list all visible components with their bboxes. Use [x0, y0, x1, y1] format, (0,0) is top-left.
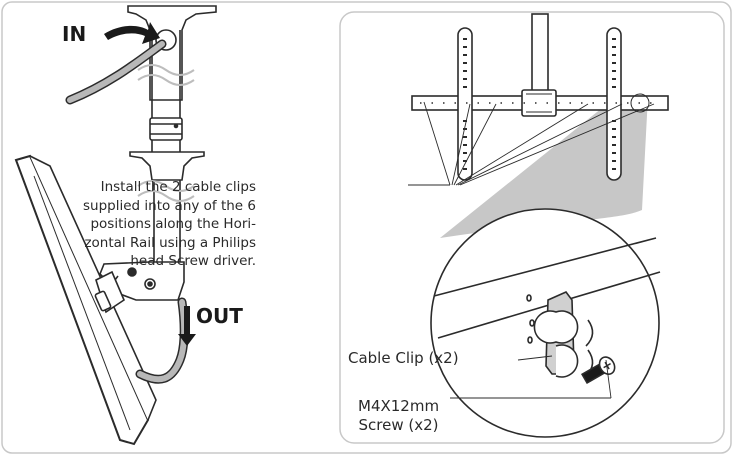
in-label: IN — [62, 22, 87, 46]
wall-plate-rear-view — [411, 13, 669, 181]
ceiling-mount-side-view — [14, 5, 217, 446]
pole-break-lower — [137, 180, 195, 192]
magnified-clip-detail — [433, 237, 661, 399]
screw-label-line: Screw (x2) — [358, 416, 439, 434]
install-line: head Screw driver. — [130, 253, 256, 269]
install-line: supplied into any of the 6 — [83, 197, 256, 214]
cable-clip-label: Cable Clip (x2) — [348, 349, 459, 367]
callout-wedge — [440, 96, 648, 238]
install-line: Install the 2 cable clips — [100, 179, 256, 195]
out-arrow-icon — [178, 306, 196, 346]
pole-coupler — [149, 117, 183, 141]
out-label: OUT — [196, 304, 243, 328]
tv-panel — [14, 154, 150, 446]
right-vertical-arm — [606, 27, 622, 181]
install-instruction-text: Install the 2 cable clips supplied into … — [16, 178, 256, 271]
screw-label: M4X12mm Screw (x2) — [358, 397, 439, 435]
pole-cone — [129, 151, 205, 181]
install-line: positions along the Hori- — [90, 216, 256, 232]
in-arrow-icon — [104, 22, 160, 44]
tilt-head — [99, 261, 185, 301]
pointer-lines — [408, 101, 655, 186]
pole-break-upper — [137, 64, 195, 76]
rail-hub — [521, 89, 557, 117]
screw-label-line: M4X12mm — [358, 397, 440, 415]
ceiling-plate — [127, 5, 217, 101]
install-line: zontal Rail using a Philips — [84, 234, 256, 251]
